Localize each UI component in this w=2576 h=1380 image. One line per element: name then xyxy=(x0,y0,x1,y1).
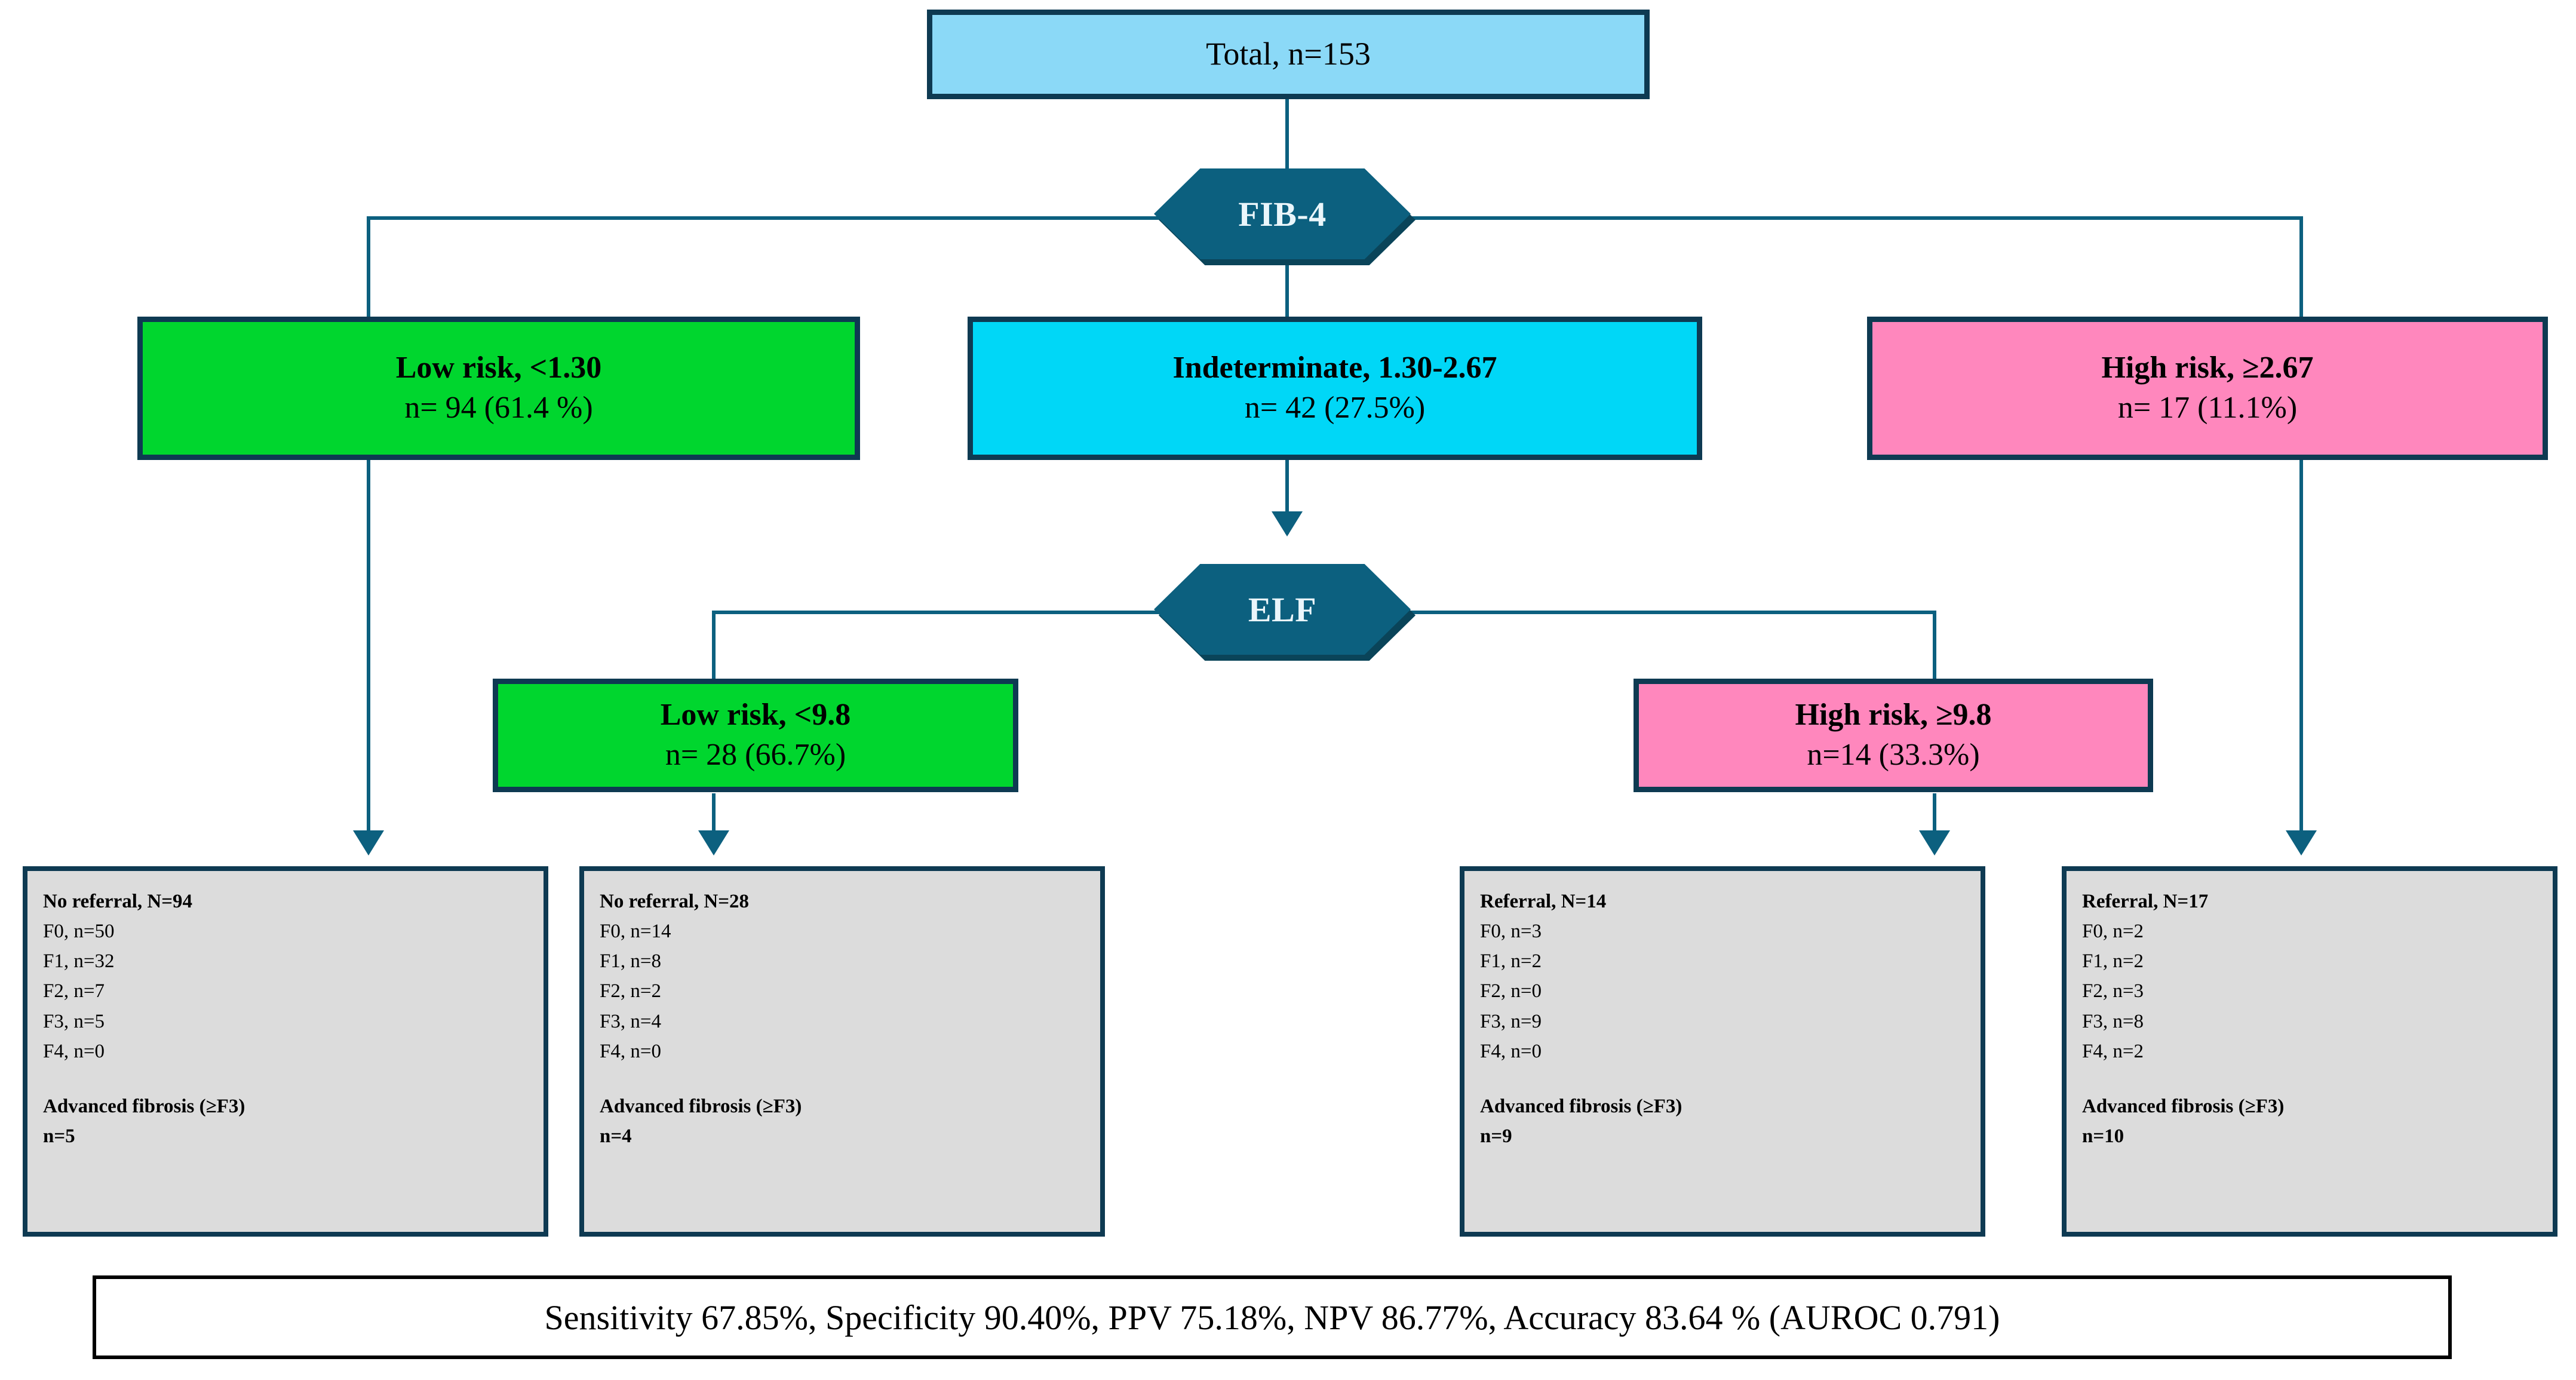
hexagon-elf[interactable]: ELF xyxy=(1154,564,1411,655)
outcome-stage-f4: F4, n=2 xyxy=(2082,1040,2144,1062)
node-elf-low-risk-line2: n= 28 (66.7%) xyxy=(665,738,846,772)
outcome-stage-f2: F2, n=7 xyxy=(43,980,105,1002)
outcome-advanced-value: n=4 xyxy=(600,1126,632,1148)
arrowhead-outcome1 xyxy=(353,830,384,855)
node-elf-high-risk[interactable]: High risk, ≥9.8 n=14 (33.3%) xyxy=(1634,679,2153,792)
node-fib4-low-risk-line2: n= 94 (61.4 %) xyxy=(404,391,593,425)
outcome-stage-f0: F0, n=2 xyxy=(2082,921,2144,943)
connector-fib4-to-high xyxy=(2299,216,2303,317)
outcome-stage-f1: F1, n=2 xyxy=(1480,950,1542,973)
node-elf-low-risk-line1: Low risk, <9.8 xyxy=(660,698,851,732)
connector-ind-to-elf xyxy=(1285,460,1289,534)
node-fib4-low-risk-line1: Low risk, <1.30 xyxy=(395,351,602,385)
node-fib4-high-risk-line1: High risk, ≥2.67 xyxy=(2101,351,2314,385)
outcome-box-referral-17[interactable]: Referral, N=17 F0, n=2 F1, n=2 F2, n=3 F… xyxy=(2062,866,2557,1237)
outcome-advanced-label: Advanced fibrosis (≥F3) xyxy=(2082,1095,2285,1117)
connector-low-to-outcome1 xyxy=(367,460,370,834)
outcome-advanced-value: n=5 xyxy=(43,1126,75,1148)
connector-fib4-to-low xyxy=(367,216,370,317)
connector-fib4-bus-left xyxy=(367,216,1179,220)
arrowhead-outcome2 xyxy=(698,830,729,855)
arrowhead-outcome4 xyxy=(2286,830,2317,855)
hexagon-fib4[interactable]: FIB-4 xyxy=(1154,168,1411,259)
node-total[interactable]: Total, n=153 xyxy=(927,10,1650,99)
outcome-advanced-value: n=9 xyxy=(1480,1126,1512,1148)
node-elf-low-risk[interactable]: Low risk, <9.8 n= 28 (66.7%) xyxy=(493,679,1018,792)
connector-high-to-outcome4 xyxy=(2299,460,2303,834)
outcome-stage-f3: F3, n=5 xyxy=(43,1010,105,1032)
outcome-stage-f1: F1, n=32 xyxy=(43,950,115,973)
connector-elflow-to-outcome2 xyxy=(712,793,716,834)
node-fib4-high-risk[interactable]: High risk, ≥2.67 n= 17 (11.1%) xyxy=(1867,317,2548,460)
connector-fib4-bus-right xyxy=(1392,216,2299,220)
hexagon-fib4-label: FIB-4 xyxy=(1238,194,1327,234)
node-total-label: Total, n=153 xyxy=(1206,36,1371,72)
connector-elfhigh-to-outcome3 xyxy=(1933,793,1936,834)
outcome-stage-f0: F0, n=50 xyxy=(43,921,115,943)
hexagon-elf-label: ELF xyxy=(1248,590,1317,629)
node-fib4-low-risk[interactable]: Low risk, <1.30 n= 94 (61.4 %) xyxy=(137,317,860,460)
outcome-header: No referral, N=28 xyxy=(600,891,750,912)
node-fib4-indeterminate-line2: n= 42 (27.5%) xyxy=(1244,391,1426,425)
node-fib4-indeterminate[interactable]: Indeterminate, 1.30-2.67 n= 42 (27.5%) xyxy=(968,317,1702,460)
outcome-stage-f0: F0, n=3 xyxy=(1480,921,1542,943)
arrowhead-outcome3 xyxy=(1919,830,1950,855)
outcome-stage-f2: F2, n=3 xyxy=(2082,980,2144,1002)
node-fib4-indeterminate-line1: Indeterminate, 1.30-2.67 xyxy=(1172,351,1497,385)
outcome-header: No referral, N=94 xyxy=(43,891,193,912)
outcome-spacer xyxy=(1480,1066,1981,1091)
outcome-advanced-value: n=10 xyxy=(2082,1126,2124,1148)
outcome-spacer xyxy=(2082,1066,2553,1091)
outcome-spacer xyxy=(43,1066,544,1091)
outcome-advanced-label: Advanced fibrosis (≥F3) xyxy=(600,1095,802,1117)
connector-elf-to-low xyxy=(712,611,716,679)
node-fib4-high-risk-line2: n= 17 (11.1%) xyxy=(2117,391,2298,425)
outcome-advanced-label: Advanced fibrosis (≥F3) xyxy=(43,1095,245,1117)
performance-summary-text: Sensitivity 67.85%, Specificity 90.40%, … xyxy=(544,1298,2000,1337)
performance-summary-bar: Sensitivity 67.85%, Specificity 90.40%, … xyxy=(93,1275,2452,1359)
connector-fib4-to-ind xyxy=(1285,238,1289,317)
outcome-box-no-referral-28[interactable]: No referral, N=28 F0, n=14 F1, n=8 F2, n… xyxy=(579,866,1105,1237)
outcome-header: Referral, N=14 xyxy=(1480,891,1607,912)
connector-elf-bus-right xyxy=(1392,611,1933,614)
outcome-stage-f4: F4, n=0 xyxy=(1480,1040,1542,1062)
outcome-stage-f0: F0, n=14 xyxy=(600,921,671,943)
outcome-stage-f2: F2, n=2 xyxy=(600,980,661,1002)
outcome-stage-f3: F3, n=4 xyxy=(600,1010,661,1032)
outcome-box-referral-14[interactable]: Referral, N=14 F0, n=3 F1, n=2 F2, n=0 F… xyxy=(1460,866,1985,1237)
outcome-stage-f1: F1, n=2 xyxy=(2082,950,2144,973)
outcome-stage-f4: F4, n=0 xyxy=(600,1040,661,1062)
outcome-stage-f3: F3, n=8 xyxy=(2082,1010,2144,1032)
outcome-spacer xyxy=(600,1066,1100,1091)
outcome-stage-f2: F2, n=0 xyxy=(1480,980,1542,1002)
outcome-box-no-referral-94[interactable]: No referral, N=94 F0, n=50 F1, n=32 F2, … xyxy=(23,866,548,1237)
node-elf-high-risk-line1: High risk, ≥9.8 xyxy=(1795,698,1992,732)
outcome-stage-f3: F3, n=9 xyxy=(1480,1010,1542,1032)
outcome-header: Referral, N=17 xyxy=(2082,891,2209,912)
arrowhead-elf xyxy=(1272,511,1303,536)
outcome-advanced-label: Advanced fibrosis (≥F3) xyxy=(1480,1095,1682,1117)
outcome-stage-f4: F4, n=0 xyxy=(43,1040,105,1062)
connector-total-to-fib4 xyxy=(1285,97,1289,168)
outcome-stage-f1: F1, n=8 xyxy=(600,950,661,973)
connector-elf-bus-left xyxy=(712,611,1179,614)
node-elf-high-risk-line2: n=14 (33.3%) xyxy=(1807,738,1980,772)
connector-elf-to-high xyxy=(1933,611,1936,679)
